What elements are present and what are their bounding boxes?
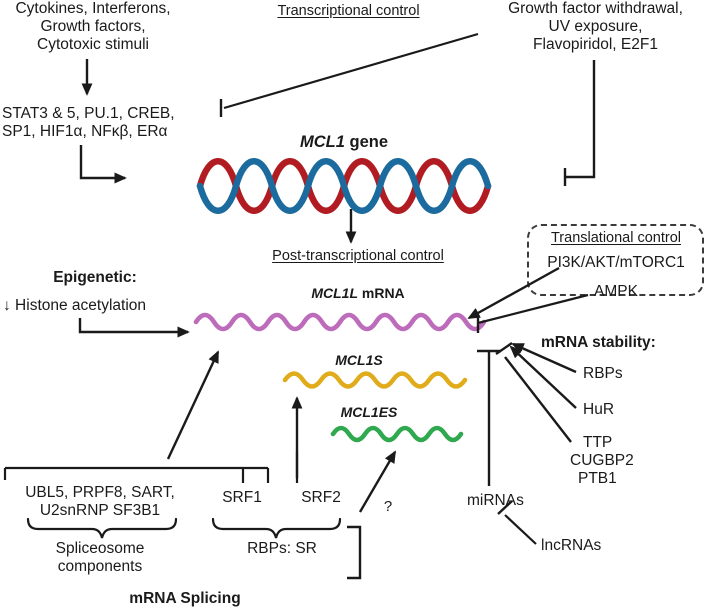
mrna-splicing-label: mRNA Splicing [129, 590, 241, 607]
mcl1l-mrna-label: MCL1L mRNA [258, 285, 458, 301]
transcription-factors-line1: STAT3 & 5, PU.1, CREB, [2, 105, 175, 122]
srf1-label: SRF1 [222, 489, 262, 506]
arrow-hur-to-mcl1l [509, 345, 577, 409]
stress-stimuli-line2: UV exposure, [548, 18, 643, 35]
translational-control-item-pi3k: PI3K/AKT/mTORC1 [547, 254, 685, 271]
transcription-factors-line2: SP1, HIF1α, NFκβ, ERα [2, 123, 168, 140]
mirnas-label: miRNAs [467, 492, 524, 509]
spliceosome-bracket-label-line1: Spliceosome [55, 540, 145, 557]
mcl1l-rest: mRNA [358, 285, 405, 301]
inhibitor-mirnas-to-mcl1l [477, 349, 501, 486]
translational-control-item-ampk: AMPK [594, 283, 638, 300]
mrna-stability-item-hur: HuR [583, 401, 615, 418]
stimuli-label-line3: Cytotoxic stimuli [37, 36, 149, 53]
stress-stimuli-line1: Growth factor withdrawal, [508, 0, 683, 17]
dna-double-helix [196, 158, 492, 214]
post-transcriptional-control-label: Post-transcriptional control [272, 248, 444, 264]
inhibitor-ttp-cugbp2-ptb1 [495, 342, 572, 443]
mrna-stability-item-cugbp2: CUGBP2 [570, 452, 634, 469]
connector-srf1-bracket [3, 466, 270, 483]
mrna-stability-item-ptb1: PTB1 [578, 470, 617, 487]
mcl1l-italic: MCL1L [311, 285, 358, 301]
bracket-spliceosome-components [26, 517, 178, 539]
arrow-tf-to-gene [79, 145, 127, 184]
epigenetic-detail: ↓ Histone acetylation [3, 297, 147, 314]
spliceosome-line2: U2snRNP SF3B1 [39, 502, 161, 519]
mrna-stability-item-ttp: TTP [583, 434, 613, 451]
bracket-rbps-sr [211, 517, 342, 539]
mcl1s-mrna-wave [282, 371, 468, 389]
mcl1-gene-italic: MCL1 [299, 133, 345, 151]
transcriptional-control-label: Transcriptional control [277, 3, 420, 19]
mcl1es-mrna-label: MCL1ES [340, 404, 398, 420]
spliceosome-line1: UBL5, PRPF8, SART, [25, 484, 175, 501]
mcl1-gene-label: MCL1 gene [244, 133, 444, 152]
inhibitor-stress-stimuli [563, 60, 596, 186]
stimuli-label-line1: Cytokines, Interferons, [15, 0, 171, 17]
mrna-stability-heading: mRNA stability: [541, 334, 656, 351]
stress-stimuli-line3: Flavopiridol, E2F1 [533, 36, 658, 53]
stimuli-label-line2: Growth factors, [40, 18, 146, 35]
mcl1-gene-rest: gene [344, 133, 389, 151]
question-mark-label: ? [383, 498, 393, 515]
mcl1s-mrna-label: MCL1S [335, 352, 383, 368]
translational-control-heading: Translational control [550, 230, 682, 246]
arrow-spliceosome-to-mcl1l [166, 350, 220, 460]
translational-control-box [527, 224, 704, 296]
epigenetic-heading: Epigenetic: [53, 269, 137, 286]
arrow-epigenetic-to-mcl1l [78, 318, 190, 338]
rbps-sr-label: RBPs: SR [247, 540, 317, 557]
lncrnas-label: lncRNAs [541, 537, 602, 554]
srf2-label: SRF2 [301, 489, 341, 506]
mrna-stability-item-rbps: RBPs [583, 365, 623, 382]
mcl1es-mrna-wave [330, 425, 464, 443]
inhibitor-transcriptional-control [219, 32, 479, 117]
mcl1l-mrna-wave [193, 312, 487, 332]
spliceosome-bracket-label-line2: components [57, 558, 143, 575]
